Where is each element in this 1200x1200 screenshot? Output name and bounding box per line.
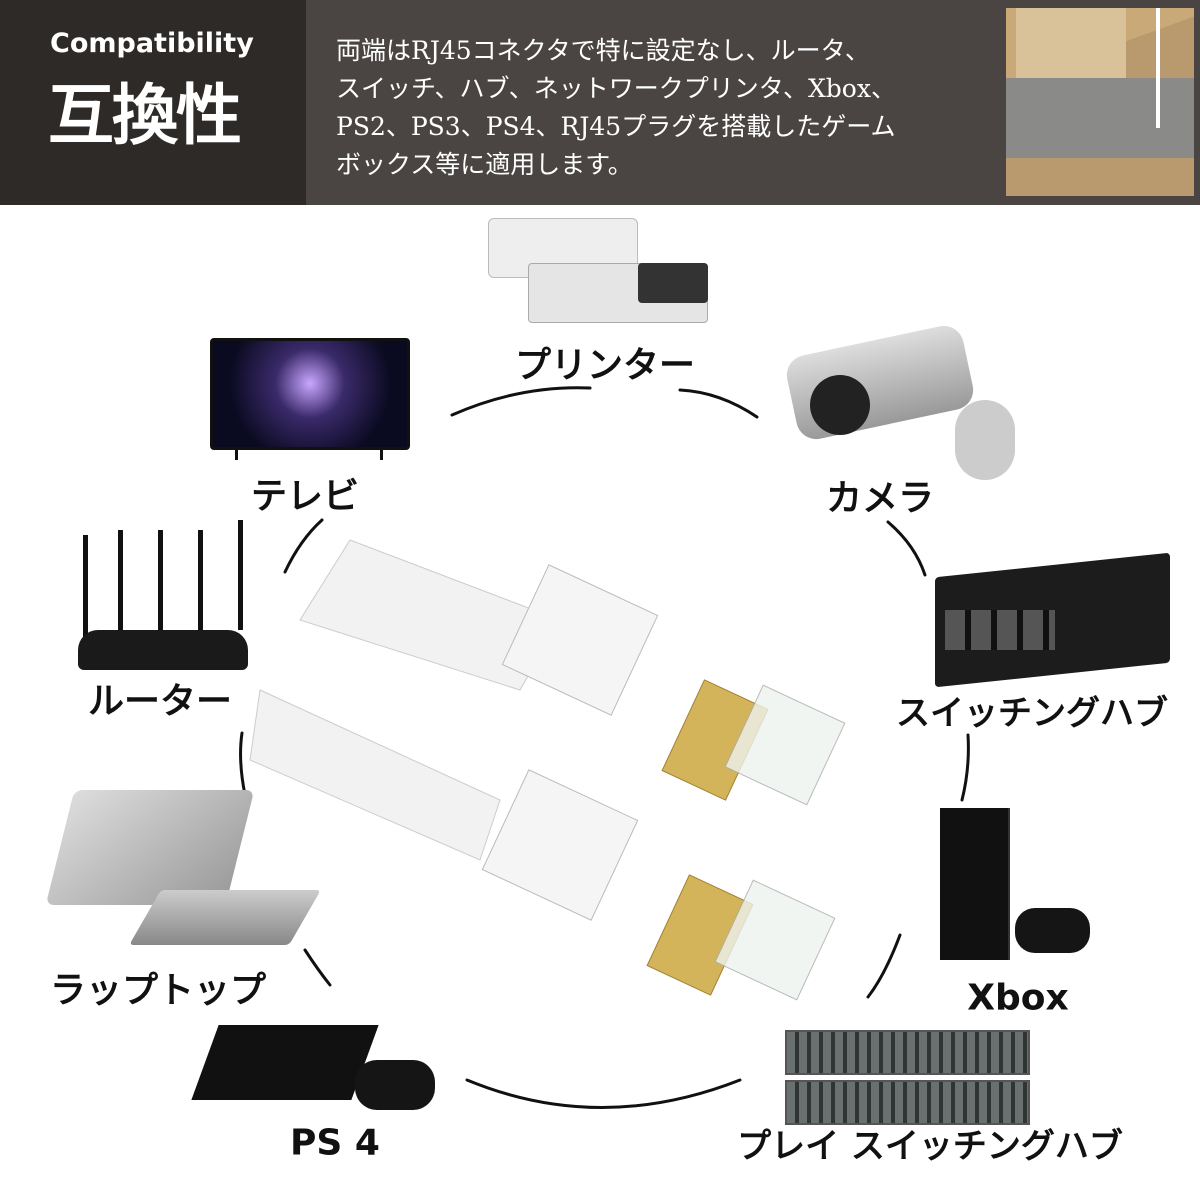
label-router: ルーター [87, 681, 233, 722]
xbox-image [940, 808, 1090, 960]
router-image [78, 520, 248, 670]
arc [239, 731, 247, 797]
arc [283, 518, 324, 574]
switching-hub-image [935, 535, 1170, 688]
ps4-image [191, 1015, 435, 1120]
camera-image [783, 320, 1030, 490]
play-switching-hub-image [785, 1030, 1030, 1135]
label-play-switching-hub: プレイ スイッチングハブ [737, 1126, 1123, 1167]
label-switching-hub: スイッチングハブ [896, 693, 1168, 734]
arc [886, 520, 927, 577]
arc [960, 733, 970, 802]
cable-installation-photo [1006, 8, 1194, 196]
arc [303, 948, 332, 987]
label-camera: カメラ [825, 478, 935, 519]
label-printer: プリンター [514, 345, 696, 386]
arc [450, 386, 592, 417]
header-photo-panel [1000, 0, 1200, 205]
arc [465, 1078, 742, 1109]
title-japanese: 互換性 [48, 77, 242, 154]
label-laptop: ラップトップ [49, 970, 267, 1011]
label-ps4: PS 4 [290, 1122, 380, 1164]
printer-image [488, 218, 713, 333]
label-xbox: Xbox [967, 977, 1069, 1019]
label-tv: テレビ [250, 476, 360, 517]
title-english: Compatibility [50, 28, 254, 59]
tv-image [210, 338, 410, 460]
arc [866, 933, 902, 999]
header-description-panel: 両端はRJ45コネクタで特に設定なし、ルータ、 スイッチ、ハブ、ネットワークプリ… [306, 0, 1000, 205]
description-text: 両端はRJ45コネクタで特に設定なし、ルータ、 スイッチ、ハブ、ネットワークプリ… [336, 36, 896, 179]
arc [678, 388, 759, 419]
header-title-panel: Compatibility 互換性 [0, 0, 306, 205]
